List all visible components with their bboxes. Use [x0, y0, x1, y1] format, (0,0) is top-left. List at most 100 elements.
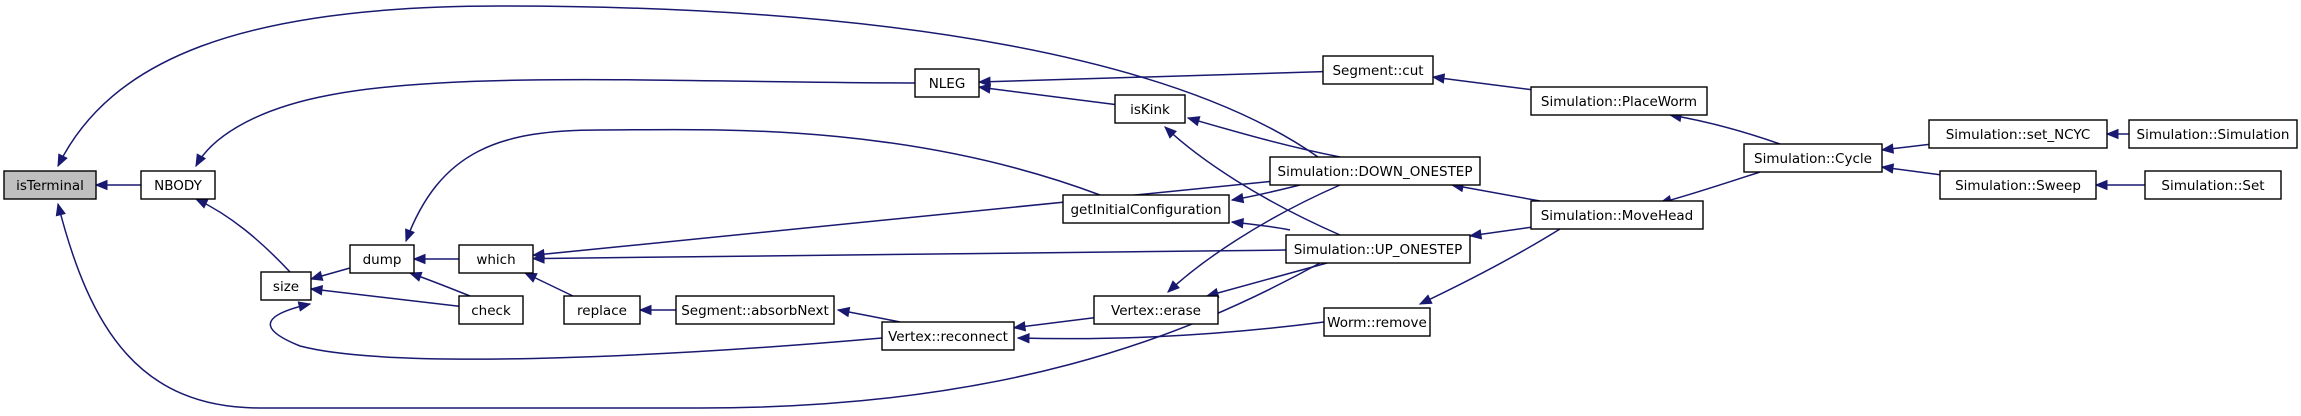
node-dump[interactable]: dump	[349, 244, 415, 274]
node-which[interactable]: which	[458, 244, 534, 274]
node-label-simset: Simulation::Set	[2161, 178, 2264, 194]
edge-down-to-erase	[1167, 184, 1341, 293]
node-reconnect[interactable]: Vertex::reconnect	[881, 321, 1015, 351]
node-replace[interactable]: replace	[563, 295, 641, 325]
edge-dump-to-size-arrowhead	[309, 270, 324, 281]
node-NBODY[interactable]: NBODY	[140, 170, 216, 200]
node-label-up: Simulation::UP_ONESTEP	[1294, 242, 1463, 258]
edge-simsim-to-setncyc-arrowhead	[2105, 128, 2119, 140]
node-box-down[interactable]	[1269, 156, 1481, 186]
node-placeworm[interactable]: Simulation::PlaceWorm	[1530, 86, 1708, 116]
node-box-erase[interactable]	[1093, 295, 1219, 325]
edges-layer	[55, 5, 2145, 409]
node-box-getInit[interactable]	[1062, 194, 1230, 224]
node-label-isKink: isKink	[1130, 102, 1170, 118]
node-box-NLEG[interactable]	[914, 68, 980, 98]
node-label-size: size	[273, 279, 299, 295]
node-box-which[interactable]	[458, 244, 534, 274]
node-box-isKink[interactable]	[1114, 94, 1186, 124]
node-label-which: which	[476, 252, 515, 268]
edge-cycle-to-placeworm	[1669, 114, 1781, 145]
edge-which-to-dump-arrowhead	[412, 253, 426, 265]
node-box-placeworm[interactable]	[1530, 86, 1708, 116]
node-label-placeworm: Simulation::PlaceWorm	[1541, 94, 1697, 110]
node-label-sweep: Simulation::Sweep	[1955, 178, 2081, 194]
edge-isKink-to-NLEG	[978, 86, 1116, 106]
node-label-erase: Vertex::erase	[1111, 303, 1201, 319]
node-NLEG[interactable]: NLEG	[914, 68, 980, 98]
node-label-absorbNext: Segment::absorbNext	[681, 303, 829, 319]
edge-sweep-to-cycle-arrowhead	[1880, 163, 1895, 174]
edge-up-to-getInit-arrowhead	[1230, 218, 1245, 229]
node-label-NBODY: NBODY	[154, 178, 202, 194]
node-absorbNext[interactable]: Segment::absorbNext	[675, 295, 835, 325]
edge-up-to-which-arrowhead	[531, 253, 545, 264]
edge-down-to-which	[532, 180, 1271, 257]
node-down[interactable]: Simulation::DOWN_ONESTEP	[1269, 156, 1481, 186]
node-box-sweep[interactable]	[1939, 170, 2097, 200]
node-box-setncyc[interactable]	[1928, 119, 2108, 149]
node-sweep[interactable]: Simulation::Sweep	[1939, 170, 2097, 200]
edge-check-to-size	[310, 288, 460, 307]
node-check[interactable]: check	[458, 295, 524, 325]
node-label-replace: replace	[577, 303, 627, 319]
node-box-replace[interactable]	[563, 295, 641, 325]
node-size[interactable]: size	[260, 271, 312, 301]
node-box-simsim[interactable]	[2128, 119, 2298, 149]
node-box-size[interactable]	[260, 271, 312, 301]
edge-erase-to-reconnect-arrowhead	[1012, 321, 1027, 332]
node-movehead[interactable]: Simulation::MoveHead	[1530, 200, 1704, 230]
edge-up-to-isKink	[1164, 126, 1341, 236]
node-box-reconnect[interactable]	[881, 321, 1015, 351]
node-box-segcut[interactable]	[1322, 55, 1434, 85]
edge-wormremove-to-reconnect	[1017, 321, 1325, 340]
node-box-check[interactable]	[458, 295, 524, 325]
edge-isKink-to-NLEG-arrowhead	[977, 83, 992, 94]
edge-down-to-erase-arrowhead	[1167, 280, 1180, 293]
node-setncyc[interactable]: Simulation::set_NCYC	[1928, 119, 2108, 149]
edge-movehead-to-up-arrowhead	[1468, 229, 1483, 240]
edge-segcut-to-NLEG-arrowhead	[977, 76, 991, 87]
node-box-up[interactable]	[1285, 234, 1471, 264]
node-simsim[interactable]: Simulation::Simulation	[2128, 119, 2298, 149]
node-label-segcut: Segment::cut	[1332, 63, 1423, 79]
node-label-cycle: Simulation::Cycle	[1754, 151, 1872, 167]
node-box-NBODY[interactable]	[140, 170, 216, 200]
node-isTerminal[interactable]: isTerminal	[3, 170, 97, 200]
edge-movehead-to-down	[1451, 184, 1541, 202]
node-up[interactable]: Simulation::UP_ONESTEP	[1285, 234, 1471, 264]
edge-down-to-isTerminal-arrowhead	[57, 153, 68, 168]
node-cycle[interactable]: Simulation::Cycle	[1743, 143, 1883, 173]
edge-down-to-isKink	[1187, 117, 1341, 158]
node-box-cycle[interactable]	[1743, 143, 1883, 173]
node-box-absorbNext[interactable]	[675, 295, 835, 325]
edge-movehead-to-wormremove	[1419, 228, 1561, 305]
edge-reconnect-to-size-arrowhead	[297, 301, 312, 312]
node-box-movehead[interactable]	[1530, 200, 1704, 230]
node-simset[interactable]: Simulation::Set	[2144, 170, 2282, 200]
node-wormremove[interactable]: Worm::remove	[1323, 307, 1431, 337]
edge-erase-to-reconnect	[1013, 317, 1095, 329]
node-erase[interactable]: Vertex::erase	[1093, 295, 1219, 325]
edge-NLEG-to-NBODY-arrowhead	[195, 153, 207, 168]
edge-reconnect-to-absorbNext-arrowhead	[836, 306, 851, 318]
edge-check-to-dump-arrowhead	[408, 271, 423, 282]
edge-down-to-getInit-arrowhead	[1230, 192, 1245, 204]
node-box-wormremove[interactable]	[1323, 307, 1431, 337]
edge-placeworm-to-segcut	[1432, 76, 1532, 91]
node-getInit[interactable]: getInitialConfiguration	[1062, 194, 1230, 224]
node-box-isTerminal[interactable]	[3, 170, 97, 200]
node-box-dump[interactable]	[349, 244, 415, 274]
node-segcut[interactable]: Segment::cut	[1322, 55, 1434, 85]
edge-simset-to-sweep-arrowhead	[2094, 179, 2108, 191]
node-isKink[interactable]: isKink	[1114, 94, 1186, 124]
node-box-simset[interactable]	[2144, 170, 2282, 200]
edge-NBODY-to-isTerminal-arrowhead	[94, 179, 108, 191]
node-label-wormremove: Worm::remove	[1327, 315, 1427, 331]
edge-down-to-isKink-arrowhead	[1186, 116, 1201, 127]
edge-getInit-to-dump	[405, 128, 1101, 242]
edge-cycle-to-movehead	[1659, 171, 1761, 204]
node-label-check: check	[471, 303, 511, 319]
node-label-getInit: getInitialConfiguration	[1070, 202, 1221, 218]
